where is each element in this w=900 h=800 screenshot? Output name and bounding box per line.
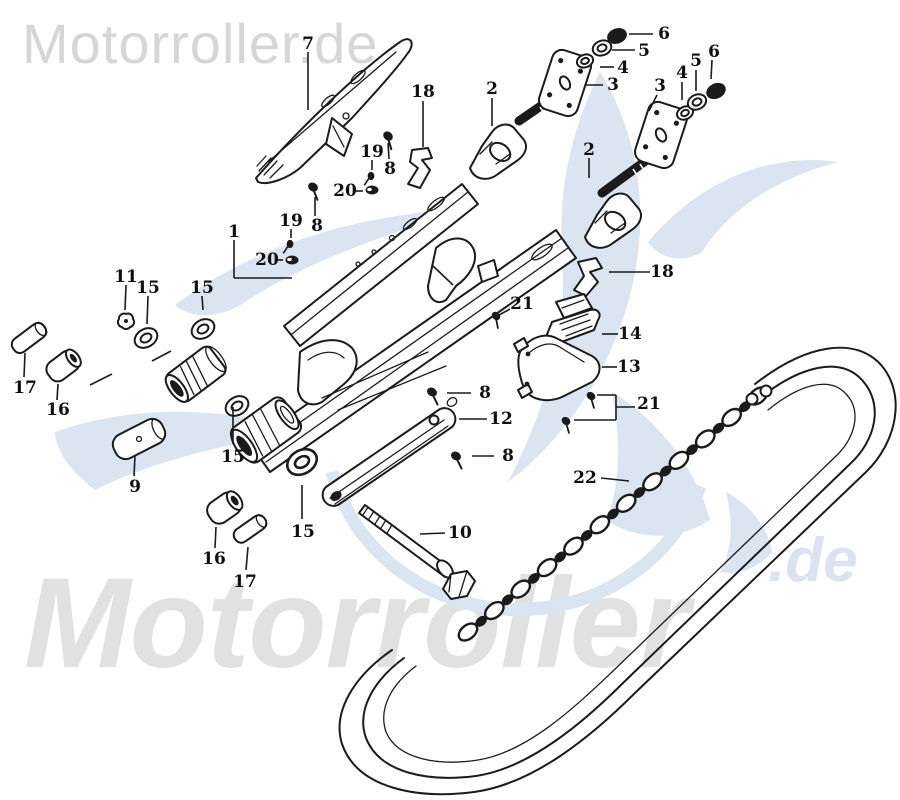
part-callout-14: 14 [618,324,642,344]
watermark-bottom: Motorroller [24,552,690,695]
mount-hardware-set-a [469,24,631,180]
part-callout-17: 17 [233,572,257,592]
part-callout-6: 6 [658,24,670,44]
part-callout-4: 4 [617,58,629,78]
part-callout-21: 21 [637,394,661,414]
chain-adjuster-parts [407,147,603,297]
chain-guard-part [255,38,413,184]
part-callout-16: 16 [202,549,226,569]
part-callout-9: 9 [129,477,141,497]
part-callout-18: 18 [411,82,435,102]
part-callout-5: 5 [690,51,702,71]
mount-hardware-set-b [584,78,730,249]
part-callout-6: 6 [708,42,720,62]
part-callout-8: 8 [311,216,323,236]
part-callout-19: 19 [360,142,384,162]
spacer-parts [10,312,268,544]
part-callout-11: 11 [114,267,138,287]
watermark-domain-suffix: .de [768,526,858,595]
part-callout-13: 13 [617,357,641,377]
part-callout-3: 3 [607,75,619,95]
part-callout-22: 22 [573,468,597,488]
part-callout-15: 15 [136,278,160,298]
part-callout-10: 10 [448,523,472,543]
part-callout-7: 7 [302,34,314,54]
part-callout-12: 12 [489,409,513,429]
part-callout-5: 5 [638,41,650,61]
part-callout-16: 16 [46,400,70,420]
part-callout-15: 15 [221,447,245,467]
drive-chain-part [338,346,897,796]
part-callout-15: 15 [190,278,214,298]
part-callout-19: 19 [279,211,303,231]
part-callout-8: 8 [479,383,491,403]
part-callout-4: 4 [676,63,688,83]
part-callout-15: 15 [291,522,315,542]
part-callout-2: 2 [486,79,498,99]
part-callout-2: 2 [583,140,595,160]
chain-guard-bracket-part [513,334,601,402]
part-callout-17: 17 [13,378,37,398]
part-callout-20: 20 [255,250,279,270]
part-callout-8: 8 [502,446,514,466]
torque-link-part [321,396,458,507]
part-callout-3: 3 [654,76,666,96]
part-callout-20: 20 [333,181,357,201]
part-callout-21: 21 [510,294,534,314]
part-callout-18: 18 [650,262,674,282]
part-callout-1: 1 [228,222,240,242]
swingarm-part [164,183,577,473]
leader-lines [23,33,713,571]
part-callout-8: 8 [384,159,396,179]
watermark-top-left: Motorroller.de [22,12,379,75]
pivot-bolt-part [358,504,476,600]
